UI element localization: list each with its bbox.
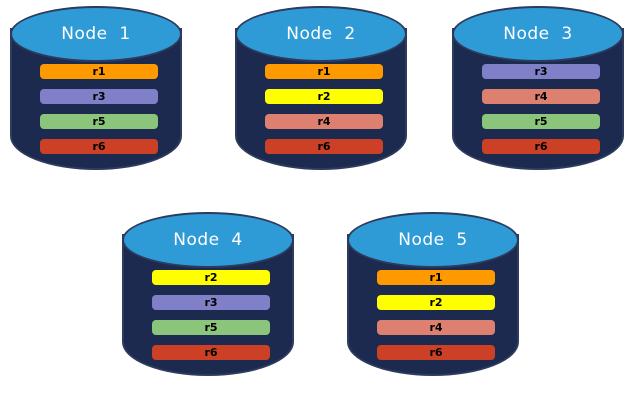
- node-label: Node 4: [173, 230, 243, 250]
- node-4[interactable]: Node 4 r2 r3 r5 r6: [122, 212, 294, 398]
- replica-item[interactable]: r6: [377, 345, 495, 360]
- replica-item[interactable]: r5: [152, 320, 270, 335]
- node-3[interactable]: Node 3 r3 r4 r5 r6: [452, 6, 624, 192]
- cylinder-top: [235, 6, 407, 62]
- replica-item[interactable]: r6: [152, 345, 270, 360]
- node-label: Node 2: [286, 24, 356, 44]
- node-2[interactable]: Node 2 r1 r2 r4 r6: [235, 6, 407, 192]
- replica-list: r1 r2 r4 r6: [377, 270, 495, 360]
- replica-item[interactable]: r6: [265, 139, 383, 154]
- replica-list: r2 r3 r5 r6: [152, 270, 270, 360]
- node-5[interactable]: Node 5 r1 r2 r4 r6: [347, 212, 519, 398]
- replica-item[interactable]: r2: [377, 295, 495, 310]
- replica-list: r1 r3 r5 r6: [40, 64, 158, 154]
- cylinder-top: [122, 212, 294, 268]
- replica-item[interactable]: r1: [265, 64, 383, 79]
- replica-item[interactable]: r3: [152, 295, 270, 310]
- replica-list: r1 r2 r4 r6: [265, 64, 383, 154]
- replica-item[interactable]: r5: [482, 114, 600, 129]
- replica-item[interactable]: r1: [377, 270, 495, 285]
- replica-list: r3 r4 r5 r6: [482, 64, 600, 154]
- replica-item[interactable]: r1: [40, 64, 158, 79]
- replica-item[interactable]: r6: [40, 139, 158, 154]
- node-label: Node 3: [503, 24, 573, 44]
- replica-item[interactable]: r3: [482, 64, 600, 79]
- replica-item[interactable]: r4: [482, 89, 600, 104]
- node-1[interactable]: Node 1 r1 r3 r5 r6: [10, 6, 182, 192]
- cylinder-top: [347, 212, 519, 268]
- replica-item[interactable]: r4: [377, 320, 495, 335]
- replica-item[interactable]: r2: [265, 89, 383, 104]
- replica-item[interactable]: r4: [265, 114, 383, 129]
- cylinder-top: [10, 6, 182, 62]
- node-label: Node 5: [398, 230, 468, 250]
- replica-item[interactable]: r6: [482, 139, 600, 154]
- replica-item[interactable]: r5: [40, 114, 158, 129]
- cylinder-top: [452, 6, 624, 62]
- node-label: Node 1: [61, 24, 131, 44]
- replica-item[interactable]: r3: [40, 89, 158, 104]
- replica-item[interactable]: r2: [152, 270, 270, 285]
